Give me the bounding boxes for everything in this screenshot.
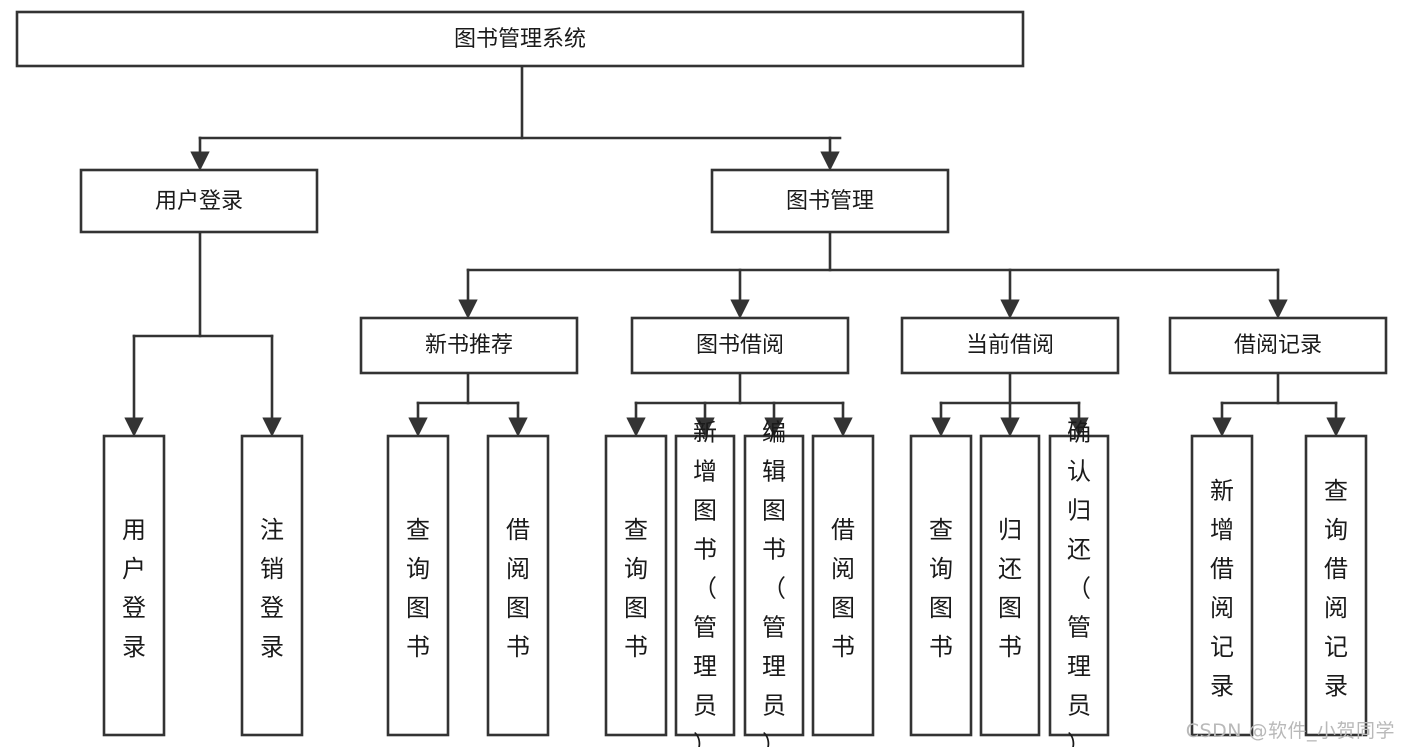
leaf-label: 查询图书 <box>406 516 430 661</box>
leaf-label: 用户登录 <box>122 516 146 661</box>
new-book-recommend-box[interactable] <box>359 316 579 375</box>
node-book-borrow[interactable]: 图书借阅 <box>630 316 850 375</box>
leaf-box[interactable] <box>386 434 450 737</box>
leaf-box[interactable] <box>1048 434 1110 737</box>
book-management-box[interactable] <box>710 168 950 234</box>
leaf-label: 注销登录 <box>260 516 284 661</box>
leaf-box[interactable] <box>1304 434 1368 737</box>
node-user-login[interactable]: 用户登录 <box>79 168 319 234</box>
user-login-label: 用户登录 <box>155 189 243 214</box>
node-root[interactable]: 图书管理系统 <box>15 10 1025 68</box>
book-borrow-label: 图书借阅 <box>696 333 784 358</box>
leaf-new-book-1[interactable]: 查询图书 <box>386 434 450 737</box>
leaf-current-borrow-1[interactable]: 查询图书 <box>909 434 973 737</box>
leaf-box[interactable] <box>979 434 1041 737</box>
book-borrow-box[interactable] <box>630 316 850 375</box>
node-borrow-record[interactable]: 借阅记录 <box>1168 316 1388 375</box>
book-management-label: 图书管理 <box>786 189 874 214</box>
leaf-label: 归还图书 <box>998 516 1022 661</box>
leaf-label: 查询图书 <box>624 516 648 661</box>
leaf-label: 新增借阅记录 <box>1210 477 1234 700</box>
borrow-record-label: 借阅记录 <box>1234 333 1322 358</box>
leaf-label: 新增图书（管理员） <box>693 418 717 747</box>
node-new-book-recommend[interactable]: 新书推荐 <box>359 316 579 375</box>
current-borrow-label: 当前借阅 <box>966 333 1054 358</box>
leaf-user-login-1[interactable]: 用户登录 <box>102 434 166 737</box>
node-book-management[interactable]: 图书管理 <box>710 168 950 234</box>
root-label: 图书管理系统 <box>454 27 586 52</box>
leaf-label: 确认归还（管理员） <box>1067 418 1091 747</box>
leaf-label: 借阅图书 <box>506 516 530 661</box>
borrow-record-box[interactable] <box>1168 316 1388 375</box>
leaf-box[interactable] <box>811 434 875 737</box>
leaf-user-login-2[interactable]: 注销登录 <box>240 434 304 737</box>
leaf-box[interactable] <box>674 434 736 737</box>
node-current-borrow[interactable]: 当前借阅 <box>900 316 1120 375</box>
leaf-label: 查询图书 <box>929 516 953 661</box>
root-box[interactable] <box>15 10 1025 68</box>
leaf-box[interactable] <box>604 434 668 737</box>
leaf-box[interactable] <box>486 434 550 737</box>
leaf-current-borrow-3[interactable]: 确认归还（管理员） <box>1048 418 1110 747</box>
leaf-book-borrow-4[interactable]: 借阅图书 <box>811 434 875 737</box>
leaf-box[interactable] <box>743 434 805 737</box>
leaf-box[interactable] <box>102 434 166 737</box>
leaf-label: 借阅图书 <box>831 516 855 661</box>
leaf-label: 编辑图书（管理员） <box>762 418 786 747</box>
leaf-borrow-record-2[interactable]: 查询借阅记录 <box>1304 434 1368 737</box>
user-login-box[interactable] <box>79 168 319 234</box>
leaf-new-book-2[interactable]: 借阅图书 <box>486 434 550 737</box>
leaf-book-borrow-1[interactable]: 查询图书 <box>604 434 668 737</box>
leaf-label: 查询借阅记录 <box>1324 477 1348 700</box>
leaf-box[interactable] <box>240 434 304 737</box>
leaf-box[interactable] <box>1190 434 1254 737</box>
leaf-book-borrow-3[interactable]: 编辑图书（管理员） <box>743 418 805 747</box>
current-borrow-box[interactable] <box>900 316 1120 375</box>
leaf-box[interactable] <box>909 434 973 737</box>
connector-layer <box>124 64 1346 437</box>
leaf-book-borrow-2[interactable]: 新增图书（管理员） <box>674 418 736 747</box>
leaf-current-borrow-2[interactable]: 归还图书 <box>979 434 1041 737</box>
new-book-recommend-label: 新书推荐 <box>425 333 513 358</box>
leaf-borrow-record-1[interactable]: 新增借阅记录 <box>1190 434 1254 737</box>
